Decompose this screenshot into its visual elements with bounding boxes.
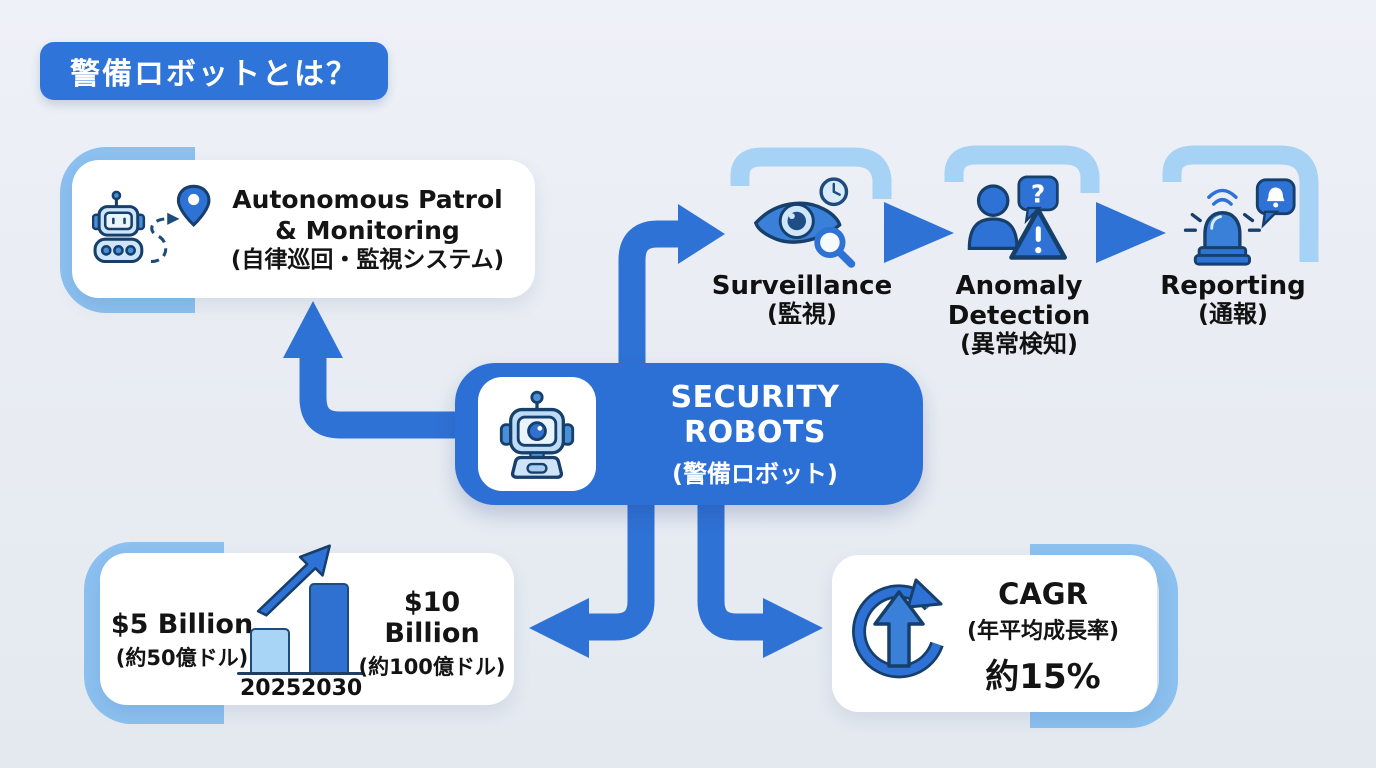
patrol-line-3: (自律巡回・監視システム) (230, 246, 505, 273)
arrow-anomaly-to-reporting (1096, 202, 1166, 263)
year-label-2030: 2030 (301, 676, 363, 701)
market-right-value: $10 Billion (384, 587, 480, 649)
year-label-2025: 2025 (240, 676, 302, 701)
market-left-note: (約50億ドル) (115, 646, 249, 670)
market-size-card: $5 Billion (約50億ドル) 2025 2030 $10 Billio… (100, 544, 514, 705)
arrow-surveillance-to-anomaly (884, 202, 954, 263)
cagr-subtitle: (年平均成長率) (966, 619, 1120, 644)
center-node-text: SECURITY ROBOTS (警備ロボット) (605, 363, 905, 505)
anomaly-label: Anomaly Detection (947, 271, 1091, 332)
robot-route-pin-icon (92, 184, 211, 264)
circular-up-arrow-icon (852, 578, 944, 679)
market-left-value: $5 Billion (110, 609, 254, 640)
eye-clock-magnifier-icon (753, 177, 856, 268)
chart-baseline (237, 672, 364, 675)
svg-text:?: ? (1031, 180, 1045, 209)
patrol-card-text: Autonomous Patrol & Monitoring (自律巡回・監視シ… (214, 184, 521, 275)
cagr-value: 約15% (985, 657, 1101, 697)
surveillance-label: Surveillance (711, 271, 893, 301)
arrow-to-surveillance (618, 204, 725, 372)
arrow-to-cagr-card (697, 500, 823, 658)
patrol-line-2: & Monitoring (275, 215, 460, 245)
growth-trend-arrow-icon (256, 544, 331, 617)
market-2025-value: $5 Billion (約50億ドル) (102, 609, 262, 672)
flow-step-arc-reporting (1162, 145, 1319, 262)
flow-step-reporting: Reporting (通報) (1152, 271, 1314, 329)
market-right-note: (約100億ドル) (358, 655, 506, 679)
flow-step-arc-surveillance (730, 147, 892, 199)
patrol-line-1: Autonomous Patrol (232, 184, 503, 214)
cagr-title: CAGR (998, 577, 1088, 611)
arrow-to-patrol-card (283, 301, 470, 439)
bar-2025 (250, 628, 290, 673)
cagr-text-block: CAGR (年平均成長率) 約15% (950, 577, 1136, 698)
flow-step-anomaly-detection: Anomaly Detection (異常検知) (938, 271, 1100, 359)
reporting-label: Reporting (1160, 271, 1306, 301)
flow-step-surveillance: Surveillance (監視) (702, 271, 902, 329)
surveillance-sublabel: (監視) (767, 300, 837, 329)
center-node-title: SECURITY ROBOTS (670, 379, 840, 450)
flow-step-arc-anomaly (944, 145, 1100, 193)
bar-2030 (309, 583, 349, 673)
page-title: 警備ロボットとは？ (40, 42, 388, 100)
anomaly-sublabel: (異常検知) (960, 330, 1078, 359)
siren-bell-icon (1183, 178, 1296, 266)
market-2030-value: $10 Billion (約100億ドル) (352, 587, 512, 681)
robot-icon-tile (478, 377, 596, 491)
security-robots-node: SECURITY ROBOTS (警備ロボット) (455, 363, 923, 505)
arrow-to-market-card (529, 500, 655, 658)
cagr-card: CAGR (年平均成長率) 約15% (832, 555, 1157, 712)
autonomous-patrol-card: Autonomous Patrol & Monitoring (自律巡回・監視シ… (72, 160, 535, 298)
robot-icon (499, 390, 575, 479)
person-question-warning-icon: ? (967, 175, 1067, 260)
center-node-subtitle: (警備ロボット) (672, 459, 838, 488)
reporting-sublabel: (通報) (1198, 300, 1268, 329)
